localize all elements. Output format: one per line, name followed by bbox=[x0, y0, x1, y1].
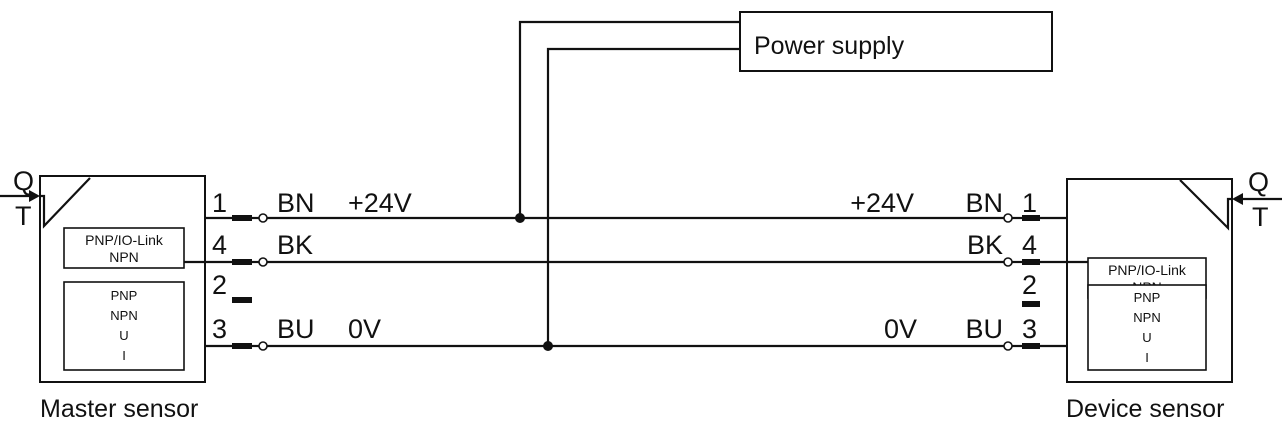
device-wire-bk-label: BK bbox=[967, 230, 1003, 260]
master-sensor-caption: Master sensor bbox=[40, 395, 198, 423]
power-supply-lead-positive bbox=[518, 20, 740, 218]
device-pin-2: 2 bbox=[1022, 270, 1037, 300]
master-wire-bk-label: BK bbox=[277, 230, 313, 260]
master-pin-2: 2 bbox=[212, 270, 227, 300]
device-output-i: I bbox=[1145, 350, 1149, 365]
device-terminal-bu bbox=[1003, 341, 1013, 351]
power-supply-label: Power supply bbox=[754, 32, 905, 60]
master-output-pnp: PNP bbox=[111, 288, 138, 303]
master-npn-label: NPN bbox=[109, 249, 139, 265]
device-iolink-label: PNP/IO-Link bbox=[1108, 262, 1187, 278]
power-supply: Power supply bbox=[518, 11, 1053, 346]
master-signal-arrow-icon bbox=[29, 190, 40, 202]
device-signal-q: Q bbox=[1248, 167, 1269, 197]
device-pin-3: 3 bbox=[1022, 314, 1037, 344]
device-output-box bbox=[1087, 284, 1207, 371]
device-terminal-bn bbox=[1003, 213, 1013, 223]
device-voltage-zero: 0V bbox=[884, 314, 917, 344]
power-supply-lead-negative bbox=[546, 47, 740, 346]
master-output-i: I bbox=[122, 348, 126, 363]
master-pin-3: 3 bbox=[212, 314, 227, 344]
device-sensor-caption: Device sensor bbox=[1066, 395, 1224, 423]
device-pin-1: 1 bbox=[1022, 188, 1037, 218]
power-supply-box bbox=[739, 11, 1053, 72]
master-iolink-box bbox=[63, 227, 185, 269]
device-wire-bu-label: BU bbox=[965, 314, 1003, 344]
master-terminal-bu bbox=[258, 341, 268, 351]
device-wire-bn-label: BN bbox=[965, 188, 1003, 218]
cable-wires: BN +24V BK BU 0V BN +24V BK BU 0V bbox=[252, 188, 1022, 351]
master-voltage-zero: 0V bbox=[348, 314, 381, 344]
device-signal-arrow-icon bbox=[1232, 193, 1243, 205]
master-sensor: Q T PNP/IO-Link NPN PNP NPN U I 1 4 2 3 … bbox=[0, 166, 252, 423]
device-voltage-positive: +24V bbox=[850, 188, 914, 218]
device-sensor: Q T PNP/IO-Link NPN PNP NPN U I 1 4 2 3 … bbox=[1022, 167, 1282, 423]
device-output-pnp: PNP bbox=[1134, 290, 1161, 305]
master-wire-bn-label: BN bbox=[277, 188, 315, 218]
device-output-u: U bbox=[1142, 330, 1151, 345]
device-terminal-bk bbox=[1003, 257, 1013, 267]
master-voltage-positive: +24V bbox=[348, 188, 412, 218]
master-pin-1: 1 bbox=[212, 188, 227, 218]
device-pin-4: 4 bbox=[1022, 230, 1037, 260]
master-output-box bbox=[63, 281, 185, 371]
master-pin-4: 4 bbox=[212, 230, 227, 260]
master-terminal-bk bbox=[258, 257, 268, 267]
master-wire-bu-label: BU bbox=[277, 314, 315, 344]
device-output-npn: NPN bbox=[1133, 310, 1160, 325]
master-signal-q: Q bbox=[13, 166, 34, 196]
master-output-npn: NPN bbox=[110, 308, 137, 323]
device-signal-t: T bbox=[1252, 202, 1269, 232]
master-terminal-bn bbox=[258, 213, 268, 223]
master-transmitter-symbol bbox=[40, 177, 91, 229]
junction-negative bbox=[543, 341, 553, 351]
master-iolink-label: PNP/IO-Link bbox=[85, 232, 164, 248]
junction-positive bbox=[515, 213, 525, 223]
master-output-u: U bbox=[119, 328, 128, 343]
device-transmitter-symbol bbox=[1179, 179, 1232, 231]
master-signal-t: T bbox=[15, 201, 32, 231]
